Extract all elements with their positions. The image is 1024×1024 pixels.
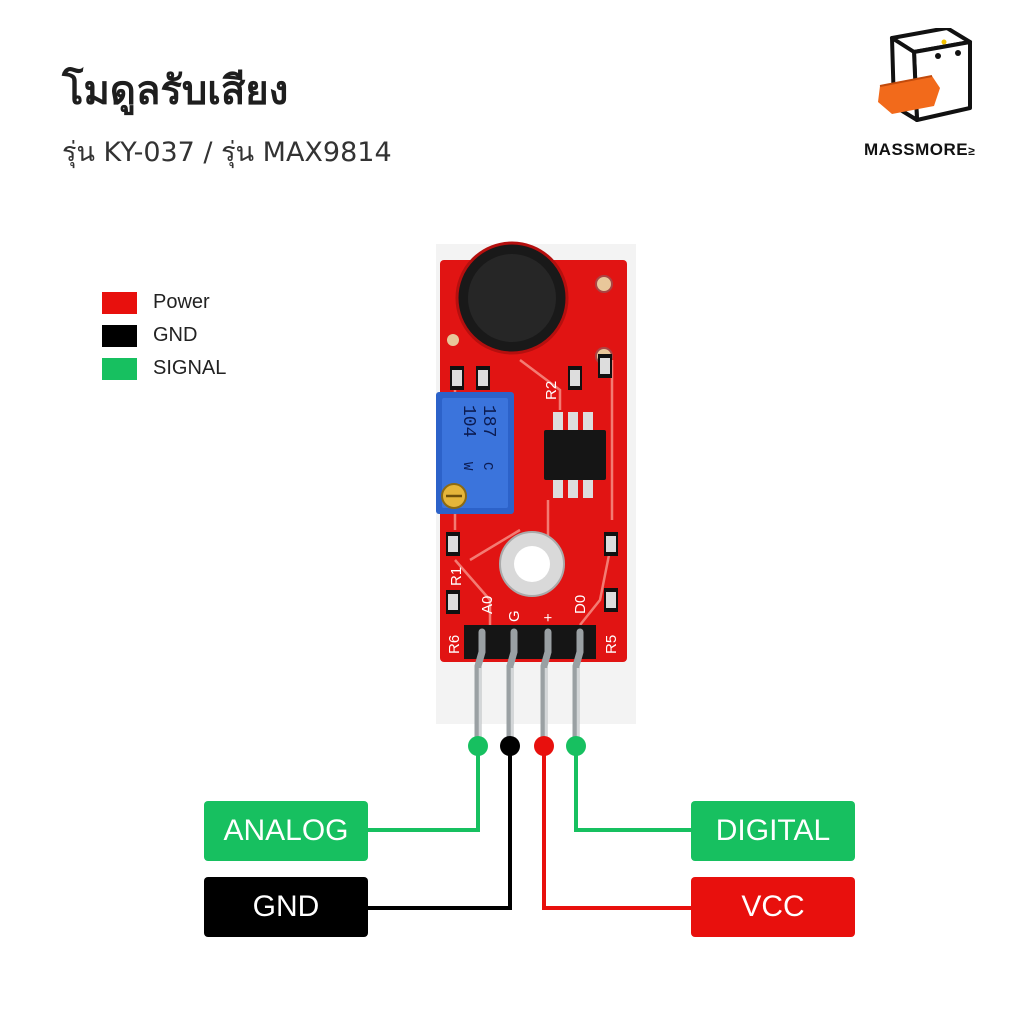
microphone-mesh [468,254,556,342]
brand-name: MASSMORE≥ [864,140,975,160]
analog-wire [368,746,480,832]
smd-components [446,354,618,614]
pin-label-g: G [506,610,523,622]
legend-label-signal: SIGNAL [153,357,227,379]
massmore-logo-icon [878,28,972,122]
digital-pin-dot [566,736,586,756]
analog-pin-dot [468,736,488,756]
legend-label-gnd: GND [153,324,198,346]
gnd-wire [368,746,512,910]
silk-label-r6: R6 [446,635,463,654]
vcc-pin-dot [534,736,554,756]
legend-label-power: Power [153,291,210,313]
solder-pad [595,275,613,293]
gnd-label: GND [204,877,368,937]
silk-label-r1: R1 [448,567,465,586]
legend-swatch-gnd [102,324,137,347]
pot-code-3: W [459,462,475,471]
silk-label-r2: R2 [543,381,560,400]
digital-wire [574,746,692,832]
page-subtitle: รุ่น KY-037 / รุ่น MAX9814 [62,137,392,168]
mounting-hole-center [514,546,550,582]
pcb-board [440,260,627,662]
pot-code-1: 104 [458,405,478,437]
solder-pad [447,334,459,346]
gnd-pin-dot [500,736,520,756]
brand-name-suffix: ≥ [968,144,976,158]
pin-label-plus: + [540,613,557,622]
digital-label: DIGITAL [691,801,855,861]
pin-label-d0: D0 [572,595,589,614]
legend-item-signal: SIGNAL [102,352,226,385]
legend-item-gnd: GND [102,319,226,352]
pin-header [464,625,596,659]
ic-chip [544,412,606,498]
analog-label: ANALOG [204,801,368,861]
vcc-wire [542,746,692,910]
header-pin-highlights [478,668,580,740]
pot-code-2: 187 [478,405,498,437]
legend-item-power: Power [102,286,226,319]
pot-code-4: C [479,462,495,470]
silk-label-r5: R5 [603,635,620,654]
pin-label-a0: A0 [479,596,496,614]
color-legend: Power GND SIGNAL [102,286,226,385]
legend-swatch-signal [102,357,137,380]
page-title: โมดูลรับเสียง [62,68,289,114]
vcc-label: VCC [691,877,855,937]
legend-swatch-power [102,291,137,314]
brand-name-text: MASSMORE [864,140,969,159]
